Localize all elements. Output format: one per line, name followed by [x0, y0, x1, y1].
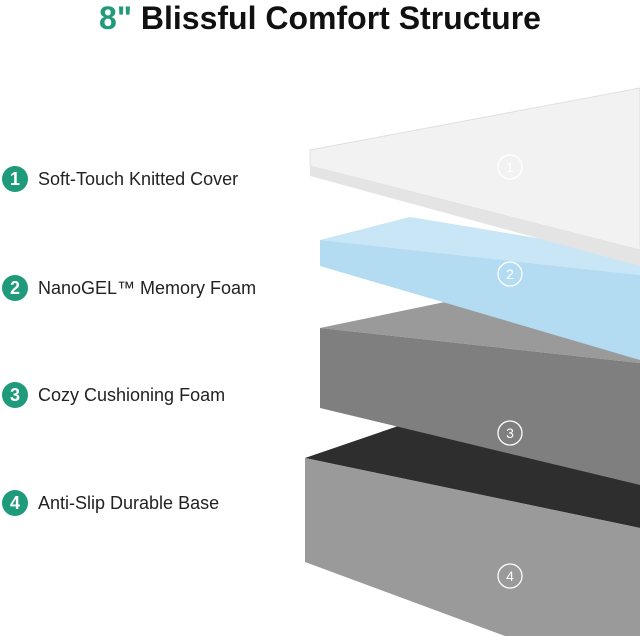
base-number-circle: [497, 563, 523, 589]
base-top-face: [305, 423, 640, 528]
layer-label-4: Anti-Slip Durable Base: [38, 492, 220, 513]
layer-badge-3: 3: [2, 382, 28, 408]
foam-number-circle: [497, 420, 523, 446]
cover-number-marker: 1: [506, 159, 514, 175]
memory-number-marker: 2: [506, 266, 514, 282]
title-text: Blissful Comfort Structure: [132, 0, 541, 36]
layer-3-foam: 3: [320, 302, 640, 485]
base-side-face: [305, 458, 640, 636]
layer-label-1: Soft-Touch Knitted Cover: [38, 168, 239, 189]
layer-2-memory-foam: 2: [320, 217, 640, 360]
memory-side-face: [320, 240, 640, 360]
layer-item-2: 2 NanoGEL™ Memory Foam: [2, 274, 256, 302]
layer-item-1: 1 Soft-Touch Knitted Cover: [2, 165, 238, 193]
layer-label-3: Cozy Cushioning Foam: [38, 384, 226, 405]
foam-number-marker: 3: [506, 425, 514, 441]
title-size: 8": [99, 0, 133, 36]
memory-number-circle: [497, 261, 523, 287]
cover-side-face: [310, 150, 640, 266]
layer-1-cover: 1: [309, 87, 640, 266]
mattress-illustration: 4 3 2 1: [305, 87, 640, 636]
layer-item-3: 3 Cozy Cushioning Foam: [2, 381, 225, 409]
layer-4-base: 4: [305, 423, 640, 636]
foam-side-face: [320, 328, 640, 485]
page-title: 8" Blissful Comfort Structure: [0, 0, 640, 36]
cover-top-face: [309, 87, 640, 251]
cover-number-circle: [497, 154, 523, 180]
layer-badge-4: 4: [2, 490, 28, 516]
layer-label-2: NanoGEL™ Memory Foam: [38, 277, 257, 298]
layer-item-4: 4 Anti-Slip Durable Base: [2, 489, 219, 517]
foam-top-face: [320, 302, 640, 363]
base-number-marker: 4: [506, 568, 514, 584]
memory-top-face: [320, 217, 640, 275]
layer-list: 1 Soft-Touch Knitted Cover 2 NanoGEL™ Me…: [0, 0, 300, 636]
layer-badge-1: 1: [2, 166, 28, 192]
layer-badge-2: 2: [2, 275, 28, 301]
